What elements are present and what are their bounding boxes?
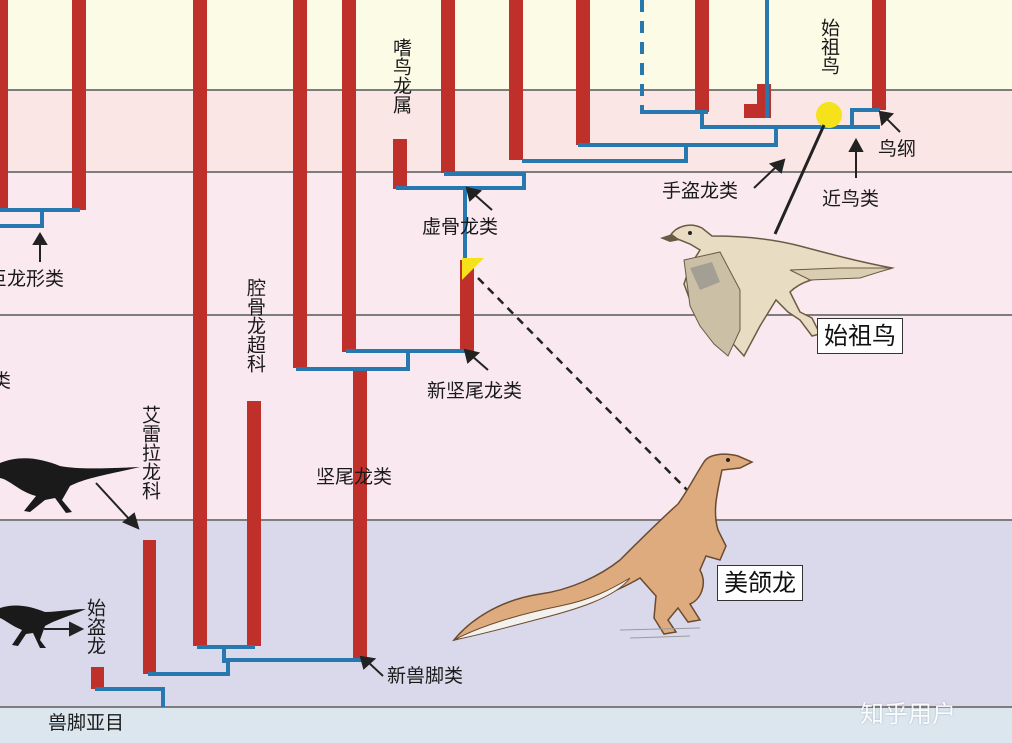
- period-band-1: [0, 0, 1012, 90]
- branch-line: [222, 645, 226, 663]
- branch-line: [148, 672, 230, 676]
- branch-line: [578, 143, 778, 147]
- period-divider: [0, 706, 1012, 708]
- branch-line: [850, 108, 854, 128]
- period-divider: [0, 314, 1012, 316]
- branch-line: [222, 658, 362, 662]
- range-bar-carnosaur: [342, 0, 356, 352]
- range-bar-aves: [872, 0, 886, 110]
- branch-line: [522, 172, 526, 190]
- range-bar-tyrannosaur: [441, 0, 455, 173]
- branch-line: [765, 0, 769, 118]
- range-bar-ornitholestes: [393, 139, 407, 189]
- period-band-6: [0, 707, 1012, 743]
- branch-line: [522, 159, 688, 163]
- period-band-3: [0, 172, 1012, 315]
- branch-line: [406, 349, 410, 369]
- branch-line: [444, 172, 526, 176]
- callout-archaeopteryx: 始祖鸟: [817, 318, 903, 355]
- branch-line: [226, 658, 230, 676]
- branch-line: [296, 367, 358, 371]
- archaeopteryx-illustration: [660, 224, 895, 358]
- range-bar-tetanurae: [353, 370, 367, 660]
- branch-line: [463, 186, 467, 260]
- label-aves: 鸟纲: [878, 138, 917, 160]
- branch-line: [700, 110, 704, 129]
- branch-line: [700, 125, 880, 129]
- branch-line: [161, 687, 165, 707]
- range-bar-ceratosaur: [293, 0, 307, 368]
- label-archaeopteryx-vertical: 始祖鸟: [818, 18, 840, 75]
- label-maniraptora: 手盗龙类: [662, 180, 739, 202]
- label-theropoda: 兽脚亚目: [48, 712, 125, 734]
- label-paraves: 近鸟类: [822, 188, 880, 210]
- range-bar-compsognathid: [509, 0, 523, 160]
- label-tetanurae: 坚尾龙类: [316, 466, 393, 488]
- range-bar-dilophosaur: [193, 0, 207, 646]
- label-neotheropoda: 新兽脚类: [387, 665, 464, 687]
- node-marker-triangle: [462, 258, 484, 280]
- range-bar-ornithomimid: [576, 0, 590, 145]
- label-eoraptor: 始盗龙: [84, 598, 106, 655]
- label-coelophysoidea: 腔骨龙超科: [244, 278, 266, 373]
- range-bar-oviraptor: [695, 0, 709, 112]
- herrerasaurus-silhouette: [0, 458, 140, 513]
- label-partial: 类: [0, 370, 12, 392]
- label-neotetanurae: 新坚尾龙类: [427, 380, 523, 402]
- range-bar-eoraptor: [91, 667, 104, 689]
- range-bar-sauropod-b: [72, 0, 86, 210]
- period-divider: [0, 89, 1012, 91]
- branch-line: [640, 110, 708, 114]
- branch-line: [40, 208, 44, 228]
- label-ornithomimus: 嗜鸟龙属: [390, 38, 412, 114]
- callout-compsognathus: 美颌龙: [717, 565, 803, 602]
- compsognathus-illustration: [452, 453, 754, 642]
- branch-line: [0, 224, 44, 228]
- range-bar-coelophysoid: [247, 401, 261, 646]
- branch-line: [850, 108, 880, 112]
- range-bar-herrerasaurid: [143, 540, 156, 674]
- pointer-line: [773, 124, 826, 235]
- label-coelurosauria: 虚骨龙类: [422, 216, 499, 238]
- period-divider: [0, 519, 1012, 521]
- branch-line: [684, 143, 688, 163]
- branch-line: [774, 125, 778, 147]
- branch-line: [197, 645, 255, 649]
- branch-line: [396, 186, 526, 190]
- dashed-pointer: [477, 277, 696, 499]
- label-herrerasauridae: 艾雷拉龙科: [139, 405, 161, 500]
- eoraptor-silhouette: [0, 605, 86, 648]
- branch-line: [355, 367, 410, 371]
- branch-line: [95, 687, 165, 691]
- node-marker-circle: [816, 102, 842, 128]
- watermark: 知乎用户: [860, 700, 956, 728]
- label-sauropodomorpha: 巨龙形类: [0, 268, 65, 290]
- period-band-2: [0, 90, 1012, 172]
- range-bar-neotetanurae: [460, 260, 474, 352]
- range-bar-sauropod-a: [0, 0, 8, 210]
